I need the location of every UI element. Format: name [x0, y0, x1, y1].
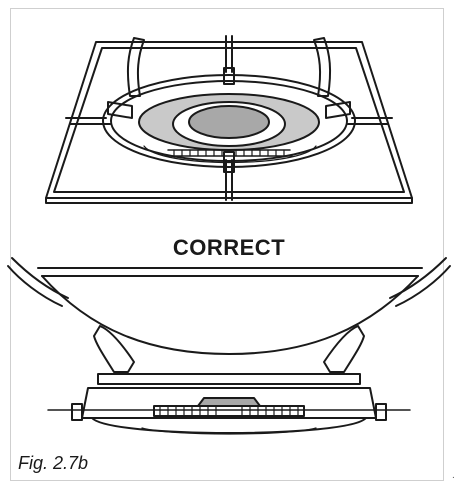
hob-base-side: [47, 387, 411, 435]
wok-stand-ring: [102, 37, 356, 173]
stray-mark: .: [452, 470, 455, 481]
figure-caption: Fig. 2.7b: [18, 453, 89, 473]
burner-crown: [138, 93, 320, 164]
wok-stand-side: [93, 325, 365, 385]
wok-pan: [7, 257, 451, 355]
correct-label: CORRECT: [172, 235, 286, 260]
